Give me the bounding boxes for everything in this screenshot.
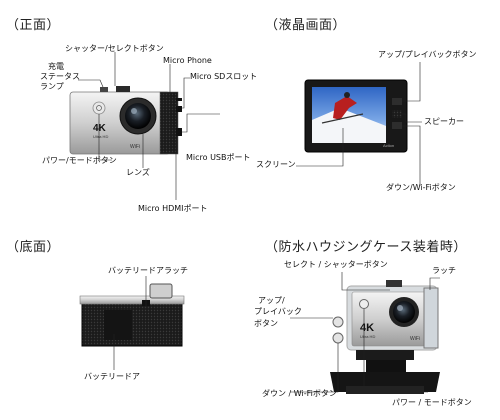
label-housing-up-playback-3: ボタン — [254, 319, 278, 328]
label-lcd-up-playback: アップ/プレイバックボタン — [378, 50, 477, 59]
housing-camera: 4K Ultra HD WiFi — [330, 280, 440, 394]
label-lens: レンズ — [126, 168, 150, 177]
label-housing-up-playback-1: アップ/ — [258, 296, 285, 305]
label-housing-up-playback-2: プレイバック — [254, 307, 302, 316]
label-micro-sd-slot: Micro SDスロット — [190, 72, 258, 81]
label-housing-latch: ラッチ — [432, 266, 456, 275]
label-battery-door: バッテリードア — [84, 372, 140, 381]
label-lcd-down-wifi: ダウン/Wi-Fiボタン — [386, 183, 456, 192]
bottom-camera — [79, 283, 185, 347]
label-housing-select-shutter: セレクト / シャッターボタン — [284, 260, 388, 269]
label-power-mode: パワー/モードボタン — [42, 156, 117, 165]
svg-text:WiFi: WiFi — [130, 144, 140, 150]
label-charge-status-lamp-1: 充電 — [48, 62, 64, 71]
lcd-camera: Action — [304, 79, 408, 153]
svg-text:4K: 4K — [360, 322, 374, 334]
label-charge-status-lamp-3: ランプ — [40, 82, 64, 91]
label-battery-latch: バッテリードアラッチ — [108, 266, 188, 275]
section-title-front: （正面） — [6, 18, 61, 33]
section-title-housing: （防水ハウジングケース装着時） — [265, 240, 467, 255]
front-model-text: 4K — [93, 123, 107, 134]
label-housing-power-mode: パワー / モードボタン — [392, 398, 472, 407]
label-micro-usb: Micro USBポート — [186, 153, 251, 162]
section-title-lcd: （液晶画面） — [265, 18, 347, 33]
svg-text:Ultra HD: Ultra HD — [360, 334, 375, 339]
svg-text:Action: Action — [383, 143, 394, 148]
svg-text:WiFi: WiFi — [410, 336, 420, 342]
label-charge-status-lamp-2: ステータス — [40, 72, 80, 81]
label-micro-phone: Micro Phone — [163, 56, 212, 65]
label-micro-hdmi: Micro HDMIポート — [138, 204, 208, 213]
power-button-icon — [92, 101, 106, 115]
label-housing-down-wifi: ダウン / Wi-Fiボタン — [262, 389, 337, 398]
front-camera: 4K Ultra HD WiFi — [69, 86, 182, 155]
label-shutter-select: シャッター/セレクトボタン — [65, 44, 164, 53]
label-lcd-screen: スクリーン — [256, 160, 296, 169]
svg-text:Ultra HD: Ultra HD — [93, 134, 108, 139]
section-title-bottom: （底面） — [6, 240, 61, 255]
label-lcd-speaker: スピーカー — [424, 117, 464, 126]
